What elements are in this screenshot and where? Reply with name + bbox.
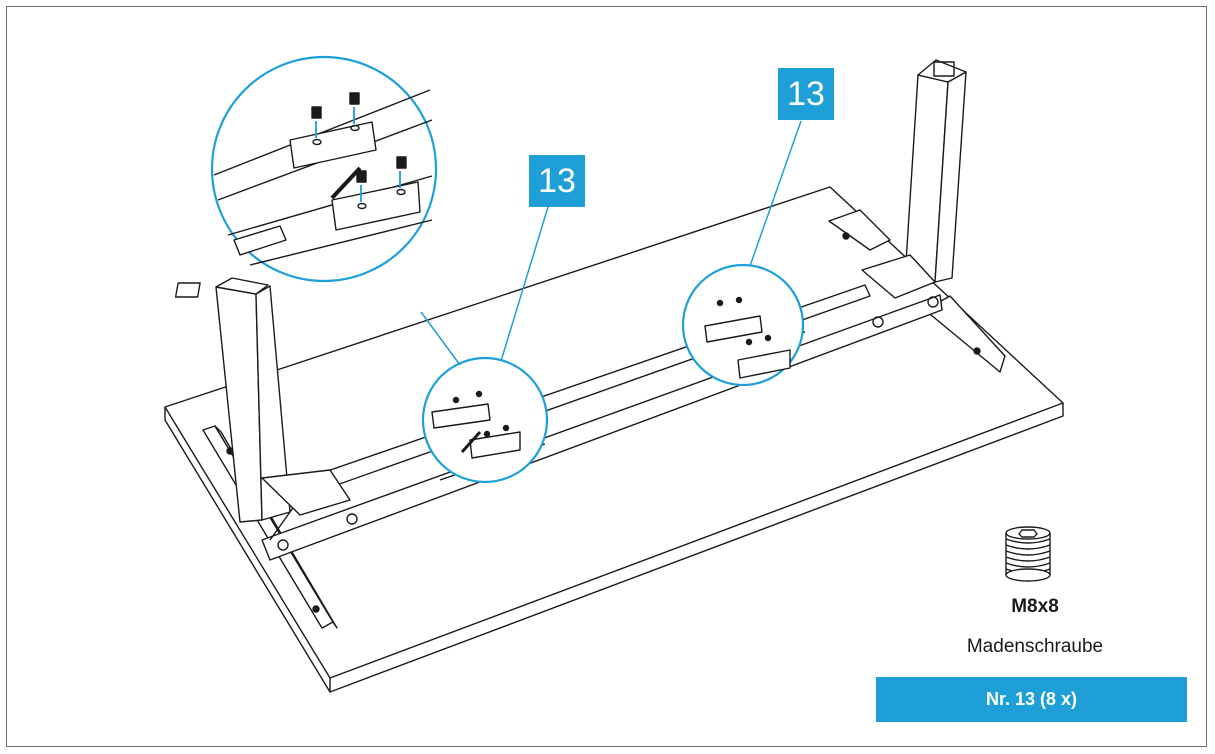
detail-circle-right [681,263,805,387]
left-leg [174,277,351,523]
callout-step-left: 13 [529,155,585,207]
part-badge: Nr. 13 (8 x) [876,677,1187,722]
callout-step-right: 13 [778,68,834,120]
screw-arrows [315,107,401,202]
part-code: M8x8 [1011,596,1059,617]
detail-circle-left [421,356,549,484]
set-screw-icon [1005,526,1051,582]
magnified-detail [210,55,438,283]
right-leg [861,59,967,299]
part-name: Madenschraube [966,636,1104,657]
leader-lines [420,120,802,366]
right-foot [828,209,1006,373]
